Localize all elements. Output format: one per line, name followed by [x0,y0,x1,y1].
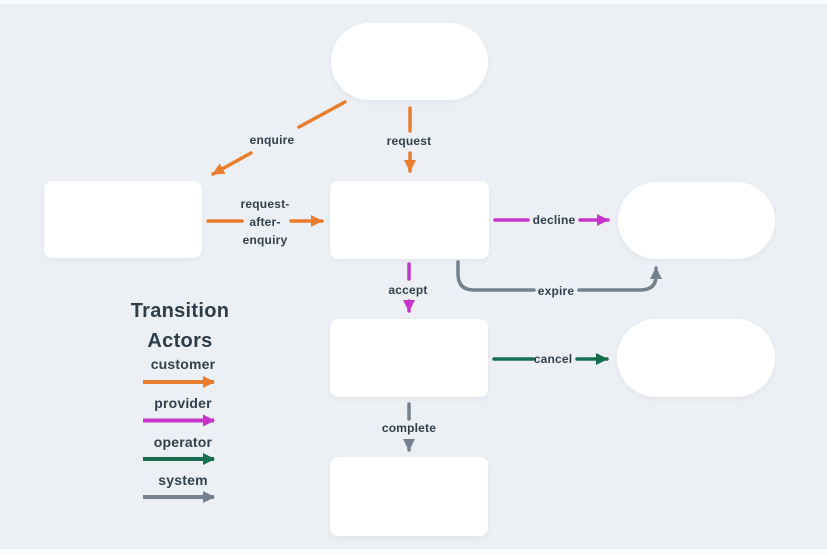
request-after-enquiry-line3: enquiry [242,233,288,247]
legend-title: Transition Actors [105,296,255,356]
legend-item-system: system [158,472,208,488]
cancel-label: cancel [533,352,573,366]
request-label: request [386,134,432,148]
accept-label: accept [388,283,428,297]
legend-item-provider: provider [154,395,212,411]
node-cancelled-pill [617,319,775,397]
node-completed-box [330,457,488,536]
enquire-label: enquire [249,133,295,147]
request-after-enquiry-line1: request- [240,197,290,211]
node-pending-box [330,181,489,259]
legend-title-line1: Transition [130,300,230,322]
expire-label: expire [537,284,575,298]
top-edge-strip [0,0,827,4]
bottom-edge-strip [0,549,827,554]
node-enquiry-box [44,181,202,258]
node-start-pill [331,23,488,100]
node-declined-pill [618,182,775,259]
decline-label: decline [532,213,576,227]
legend-item-operator: operator [153,434,213,450]
complete-label: complete [381,421,437,435]
node-accepted-box [330,319,488,397]
request-after-enquiry-label: request- after- enquiry [215,195,315,249]
legend-item-customer: customer [150,356,216,372]
request-after-enquiry-line2: after- [249,215,281,229]
legend-title-line2: Actors [147,330,213,352]
